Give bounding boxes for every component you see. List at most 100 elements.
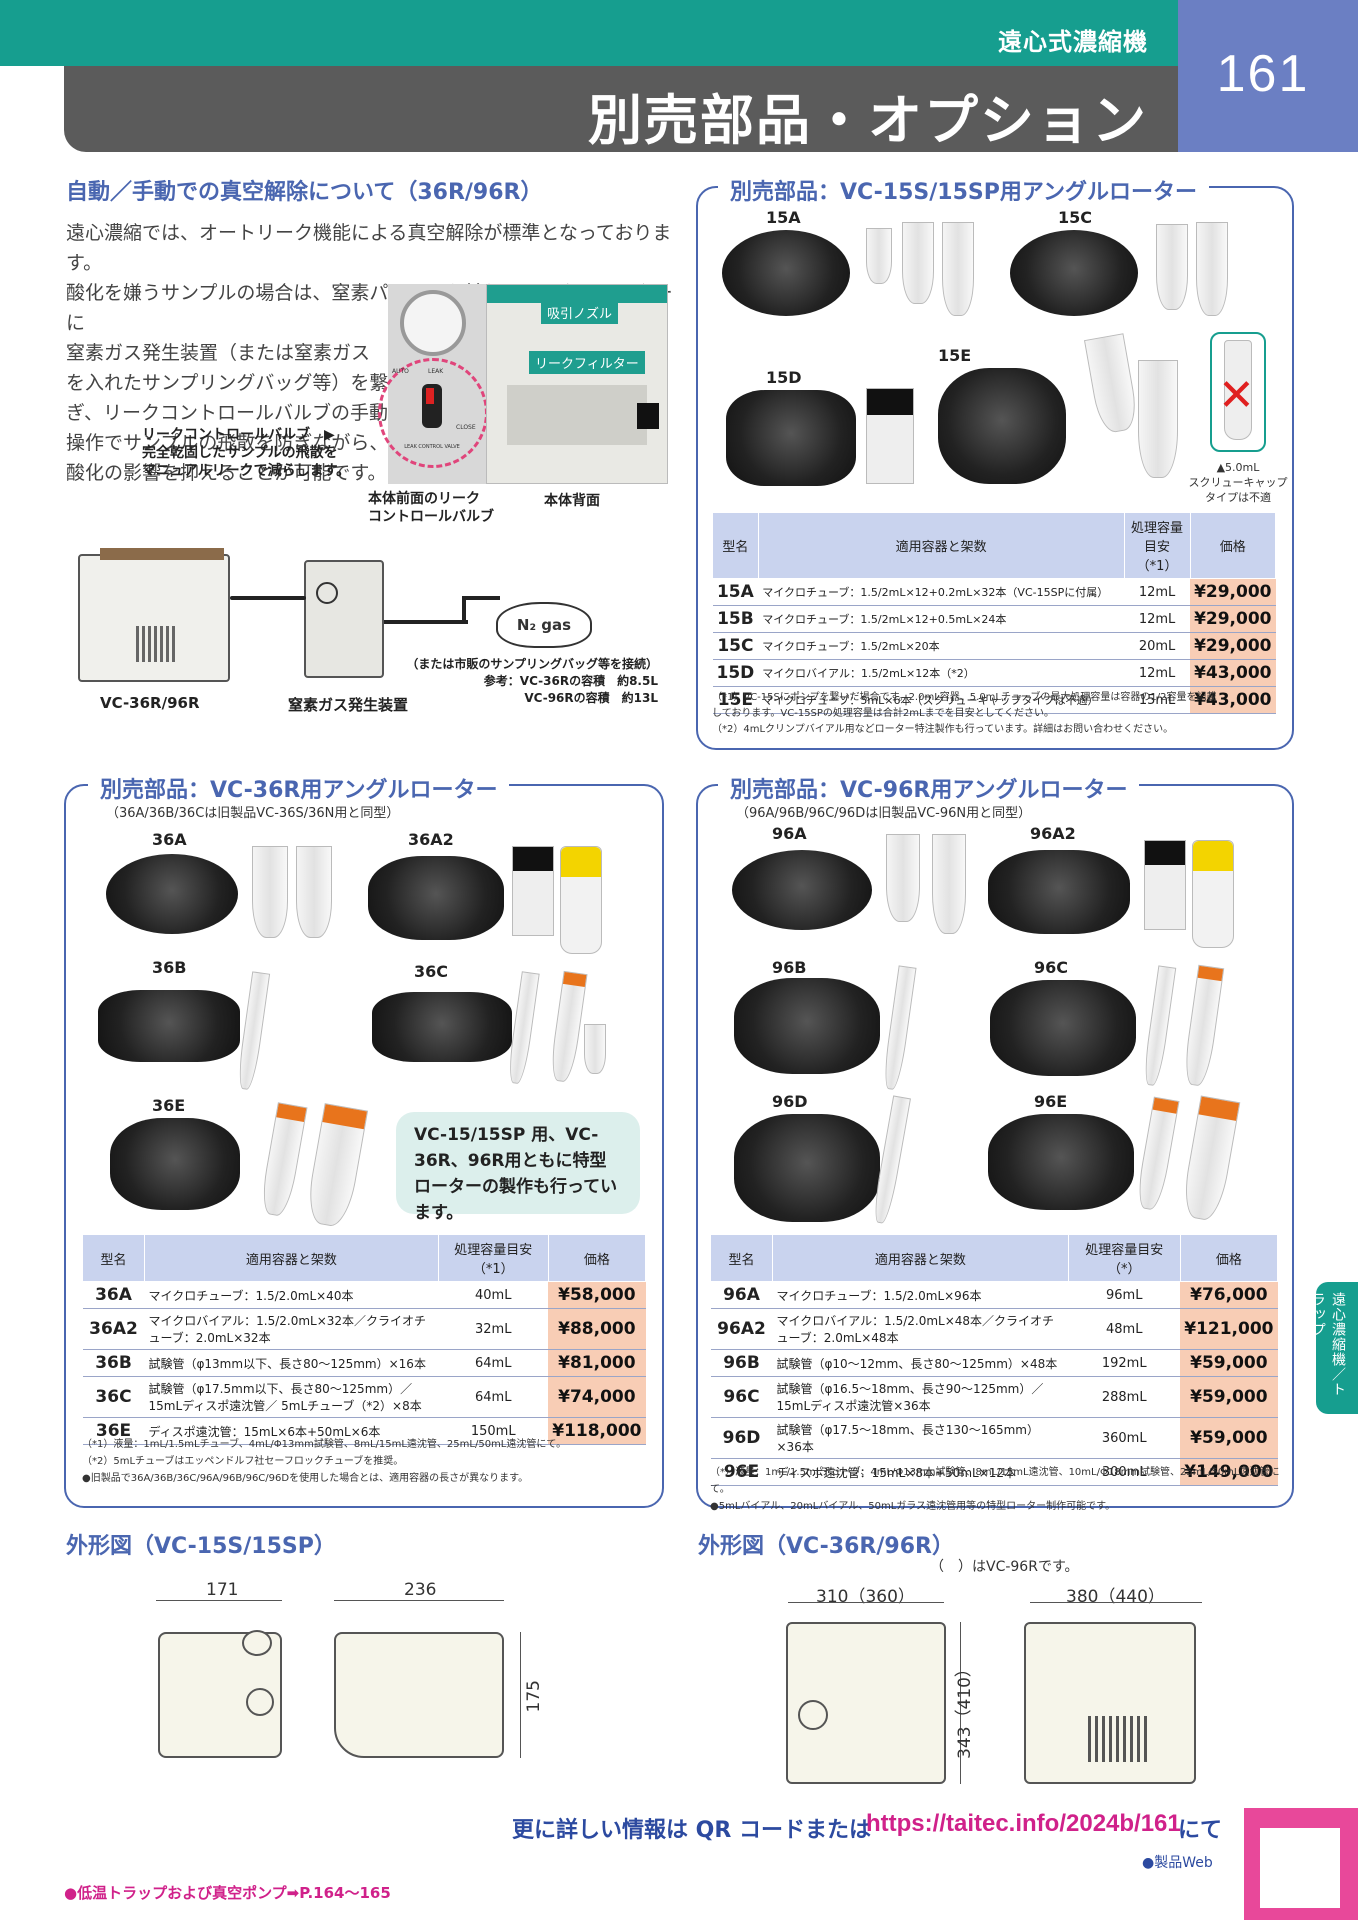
rotor96-subtitle: （96A/96B/96C/96Dは旧製品VC-96N用と同型） (736, 806, 1032, 821)
page-number: 161 (1216, 45, 1310, 103)
side-tab[interactable]: 遠心濃縮機／トラップ (1310, 1282, 1358, 1414)
n2-bag-icon: N₂ gas (496, 602, 592, 648)
tube-image (886, 834, 920, 922)
vial-image (1144, 840, 1186, 930)
rotor-15d-image (726, 390, 856, 486)
unit-label: VC-36R/96R (100, 694, 200, 712)
n2-note: （または市販のサンプリングバッグ等を接続） 参考：VC-36Rの容積 約8.5L… (406, 657, 658, 705)
rotor36-notes: （*1）液量：1mL/1.5mLチューブ、4mL/Φ13mm試験管、8mL/15… (82, 1439, 567, 1484)
footer-link[interactable]: ●低温トラップおよび真空ポンプ➡P.164～165 (64, 1884, 391, 1902)
dial-icon (316, 582, 338, 604)
qr-panel (1244, 1808, 1358, 1920)
rotor-96d-image (734, 1114, 880, 1222)
cryotube-image (1192, 840, 1234, 948)
n2-generator-drawing (304, 560, 384, 678)
n2gen-label: 窒素ガス発生装置 (288, 696, 409, 714)
tube-image (942, 222, 974, 316)
rotor15-notes: （*1）VC-15Sにポンプを繋いだ場合です。2.0mL容器、5.0mLチューブ… (712, 692, 1217, 735)
rotor-96e-image (988, 1114, 1134, 1210)
gauge-icon (798, 1700, 828, 1730)
valve-callout: リークコントロールバルブ ▶ 完全乾固したサンプルの飛散を マニュアルリークで減… (142, 427, 351, 479)
footer-more: 更に詳しい情報は QR コードまたは (512, 1818, 871, 1843)
tube-image (1138, 360, 1178, 478)
footer-url[interactable]: https://taitec.info/2024b/161 (866, 1810, 1181, 1837)
page-number-box (1178, 0, 1358, 152)
knob-icon (246, 1688, 274, 1716)
gauge-icon (400, 290, 466, 356)
custom-rotor-bubble: VC-15/15SP 用、VC-36R、96R用ともに特型ローターの製作も行って… (396, 1112, 640, 1223)
tube-image (932, 834, 966, 934)
rotor36-subtitle: （36A/36B/36Cは旧製品VC-36S/36N用と同型） (106, 806, 400, 821)
header-title-band (64, 66, 1178, 152)
filter-tag: リークフィルター (529, 351, 645, 374)
dims36-heading: 外形図（VC-36R/96R） (698, 1534, 954, 1559)
rotor-36c-image (372, 992, 512, 1062)
rotor-96a2-image (988, 850, 1130, 934)
cross-icon: ✕ (1218, 370, 1255, 421)
rotor-36a2-image (368, 856, 504, 940)
vc36-front-drawing (786, 1622, 946, 1784)
rotor-36e-image (110, 1118, 240, 1210)
front-panel-photo: AUTO LEAK CLOSE LEAK CONTROL VALVE (378, 284, 488, 484)
tube-image (1196, 222, 1228, 316)
vc15-side-drawing (334, 1632, 504, 1758)
rotor-15a-image (722, 230, 850, 316)
rotor-96a-image (732, 850, 872, 930)
header-band (0, 0, 1178, 66)
tube-image (584, 1024, 606, 1074)
nocap-note: ▲5.0mL スクリューキャップ タイプは不適 (1188, 461, 1288, 504)
dims15-heading: 外形図（VC-15S/15SP） (66, 1534, 336, 1559)
front-caption: 本体前面のリーク コントロールバルブ (368, 491, 494, 525)
vial-image (512, 846, 554, 936)
qr-code-icon[interactable] (1260, 1828, 1340, 1908)
vc15-front-drawing (158, 1630, 282, 1758)
not-suitable-box: ✕ (1210, 332, 1266, 452)
vacuum-heading: 自動／手動での真空解除について（36R/96R） (66, 180, 543, 205)
rotor-96b-image (734, 978, 880, 1074)
dims36-note: （ ）はVC-96Rです。 (930, 1559, 1079, 1575)
rotor96-notes: （*）液量：1mL/1.5mLチューブ、4mL/Φ13mm試験管、8mL/15m… (710, 1467, 1280, 1512)
rotor-36b-image (98, 990, 240, 1062)
tube-image (252, 846, 288, 938)
rotor-96c-image (990, 980, 1136, 1076)
rotor36-title: 別売部品：VC-36R用アングルローター (88, 772, 510, 804)
category-label: 遠心式濃縮機 (998, 28, 1148, 56)
unit-drawing (78, 554, 230, 682)
tube-image (1156, 224, 1188, 310)
back-panel-photo: 吸引ノズル リークフィルター (486, 284, 668, 484)
cryotube-image (560, 846, 602, 954)
rotor96-title: 別売部品：VC-96R用アングルローター (718, 772, 1140, 804)
rotor-15c-image (1010, 230, 1138, 316)
footer-web: ●製品Web (1142, 1855, 1213, 1871)
tube-image (902, 222, 934, 304)
vc36-side-drawing (1024, 1622, 1196, 1784)
rotor-15e-image (938, 368, 1066, 484)
power-inlet-icon (637, 403, 659, 429)
rotor-36a-image (106, 854, 238, 934)
vial-image (866, 388, 914, 484)
nozzle-tag: 吸引ノズル (541, 301, 619, 324)
tube-image (866, 228, 892, 284)
back-caption: 本体背面 (544, 493, 600, 509)
rotor15-title: 別売部品：VC-15S/15SP用アングルローター (718, 174, 1210, 206)
tube-image (296, 846, 332, 938)
